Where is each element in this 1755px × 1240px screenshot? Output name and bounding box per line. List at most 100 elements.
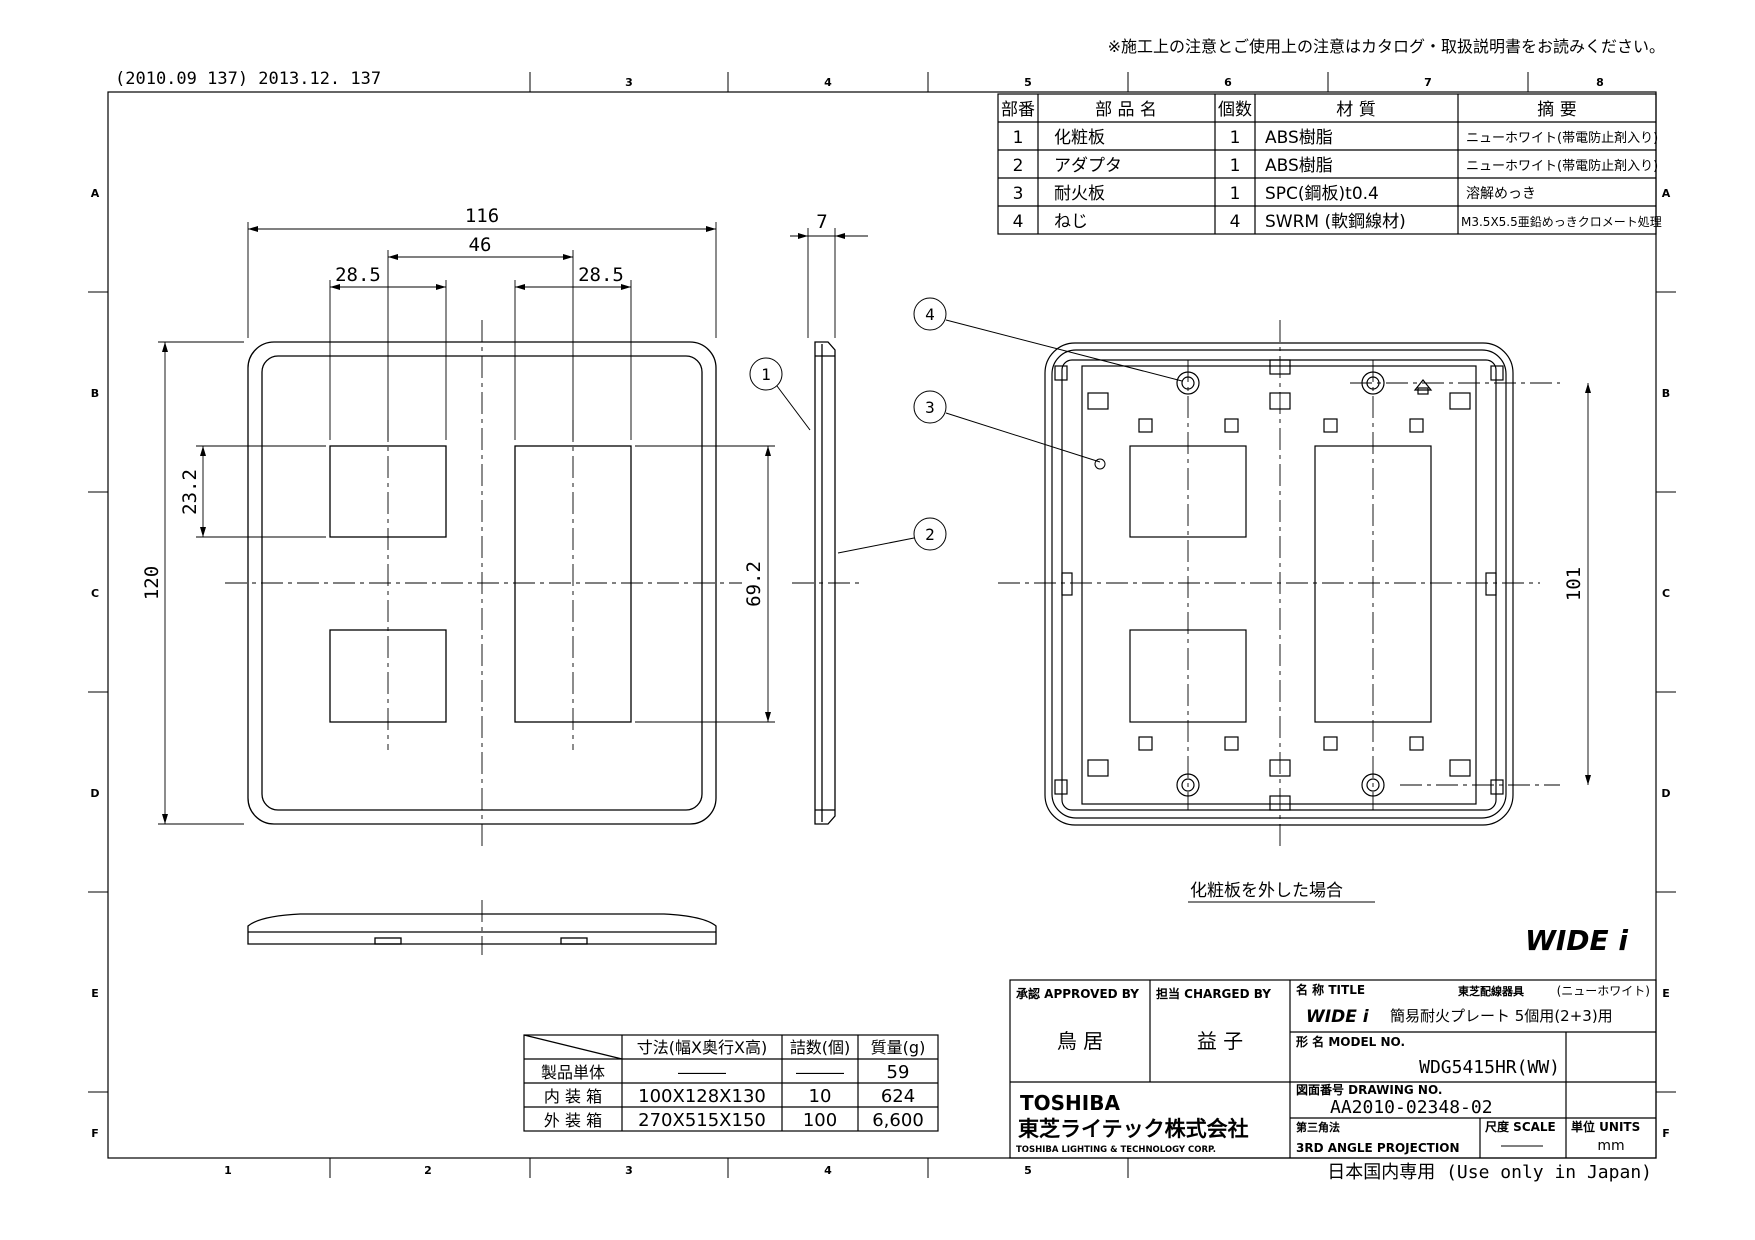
row-label-d-right: D [1661, 787, 1670, 800]
dim-thickness: 7 [816, 211, 827, 233]
parts-header-no: 部番 [1001, 100, 1035, 120]
rear-view [998, 320, 1591, 850]
row-label-c-left: C [91, 587, 99, 600]
col-label-bottom-4: 4 [824, 1164, 832, 1177]
row-label-e-left: E [91, 987, 99, 1000]
pkg-row3-label: 外 装 箱 [544, 1111, 602, 1130]
model-label: 形 名 MODEL NO. [1296, 1034, 1405, 1049]
row-label-e-right: E [1662, 987, 1670, 1000]
dim-center-gap: 46 [469, 234, 492, 256]
col-label-bottom-1: 1 [224, 1164, 232, 1177]
dim-left-offset: 28.5 [335, 264, 381, 286]
drawing-label: 図面番号 DRAWING NO. [1296, 1082, 1442, 1097]
parts-row4-note: M3.5X5.5亜鉛めっきクロメート処理 [1461, 215, 1662, 229]
dim-mount-pitch: 101 [1563, 567, 1585, 601]
pkg-row3-qty: 100 [803, 1110, 837, 1131]
row-label-c-right: C [1662, 587, 1670, 600]
pkg-header-qty: 詰数(個) [790, 1038, 851, 1057]
parts-row4-qty: 4 [1230, 212, 1241, 232]
company-name-jp: 東芝ライテック株式会社 [1018, 1117, 1249, 1141]
callout-3: 3 [925, 398, 935, 417]
drawing-frame [88, 72, 1676, 1178]
company-name-en: TOSHIBA LIGHTING & TECHNOLOGY CORP. [1016, 1145, 1216, 1155]
parts-header-qty: 個数 [1218, 100, 1252, 120]
row-label-a-right: A [1662, 187, 1671, 200]
usage-notice: ※施工上の注意とご使用上の注意はカタログ・取扱説明書をお読みください。 [1108, 37, 1665, 56]
parts-row2-name: アダプタ [1054, 156, 1122, 176]
row-label-d-left: D [90, 787, 99, 800]
dim-height-total: 120 [141, 566, 163, 600]
title-color: (ニューホワイト) [1557, 984, 1650, 998]
scale-label: 尺度 SCALE [1485, 1119, 1556, 1134]
dim-small-opening: 23.2 [179, 469, 201, 515]
parts-row4-material: SWRM (軟鋼線材) [1265, 212, 1406, 232]
parts-row4-no: 4 [1013, 212, 1024, 232]
parts-row1-material: ABS樹脂 [1265, 128, 1333, 148]
title-maker: 東芝配線器具 [1458, 984, 1524, 998]
col-label-top-5: 5 [1024, 76, 1032, 89]
parts-row2-note: ニューホワイト(帯電防止剤入り) [1466, 158, 1658, 174]
pkg-row1-qty: ――― [796, 1063, 844, 1082]
model-number: WDG5415HR(WW) [1419, 1057, 1560, 1078]
projection-label: 第三角法 [1296, 1120, 1340, 1134]
dim-large-opening: 69.2 [743, 561, 765, 607]
dim-width-total: 116 [465, 205, 499, 227]
company-logo-en: TOSHIBA [1020, 1091, 1120, 1115]
col-label-top-8: 8 [1596, 76, 1604, 89]
pkg-row2-dims: 100X128X130 [638, 1086, 766, 1107]
units-value: mm [1597, 1138, 1624, 1154]
parts-row4-name: ねじ [1054, 212, 1088, 232]
parts-row3-name: 耐火板 [1054, 184, 1105, 204]
projection-method: 3RD ANGLE PROJECTION [1296, 1141, 1460, 1155]
row-label-b-right: B [1662, 387, 1670, 400]
title-label: 名 称 TITLE [1296, 982, 1365, 997]
title-block: 承認 APPROVED BY 鳥 居 担当 CHARGED BY 益 子 名 称… [1009, 979, 1657, 1159]
pkg-header-dims: 寸法(幅X奥行X高) [637, 1038, 767, 1057]
scale-value: ――― [1501, 1138, 1543, 1154]
row-label-f-left: F [91, 1127, 99, 1140]
parts-header-note: 摘 要 [1537, 100, 1576, 120]
front-view [158, 222, 775, 850]
callout-2: 2 [925, 525, 935, 544]
title-logo: WIDE i [1306, 1007, 1370, 1027]
pkg-row3-weight: 6,600 [872, 1110, 924, 1131]
col-label-bottom-3: 3 [625, 1164, 633, 1177]
charged-name: 益 子 [1197, 1029, 1243, 1053]
packaging-table: 寸法(幅X奥行X高) 詰数(個) 質量(g) 製品単体 ――― ――― 59 内… [523, 1034, 939, 1132]
parts-row1-qty: 1 [1230, 128, 1241, 148]
brand-logo: WIDE i [1525, 924, 1628, 957]
callout-leaders [749, 297, 1183, 554]
parts-row3-no: 3 [1013, 184, 1024, 204]
parts-row1-note: ニューホワイト(帯電防止剤入り) [1466, 130, 1658, 146]
parts-row3-qty: 1 [1230, 184, 1241, 204]
col-label-top-4: 4 [824, 76, 832, 89]
drawing-number: AA2010-02348-02 [1330, 1097, 1493, 1118]
parts-header-name: 部 品 名 [1095, 100, 1157, 120]
approved-name: 鳥 居 [1057, 1029, 1103, 1053]
col-label-bottom-2: 2 [424, 1164, 432, 1177]
row-label-a-left: A [91, 187, 100, 200]
units-label: 単位 UNITS [1571, 1119, 1640, 1134]
callout-1: 1 [761, 365, 771, 384]
parts-row3-note: 溶解めっき [1466, 186, 1536, 202]
pkg-header-weight: 質量(g) [871, 1038, 926, 1057]
parts-row1-no: 1 [1013, 128, 1024, 148]
parts-table: 部番 部 品 名 個数 材 質 摘 要 1 化粧板 1 ABS樹脂 ニューホワイ… [997, 93, 1662, 235]
parts-row2-material: ABS樹脂 [1265, 156, 1333, 176]
dim-right-offset: 28.5 [578, 264, 624, 286]
col-label-top-6: 6 [1224, 76, 1232, 89]
pkg-row2-weight: 624 [881, 1086, 915, 1107]
approved-label: 承認 APPROVED BY [1016, 986, 1139, 1001]
parts-row2-qty: 1 [1230, 156, 1241, 176]
pkg-row2-label: 内 装 箱 [544, 1087, 602, 1106]
domestic-use-note: 日本国内専用 (Use only in Japan) [1327, 1162, 1652, 1183]
title-text: 簡易耐火プレート 5個用(2+3)用 [1390, 1007, 1613, 1025]
pkg-row1-weight: 59 [887, 1062, 910, 1083]
col-label-top-7: 7 [1424, 76, 1432, 89]
revision-history: (2010.09 137) 2013.12. 137 [115, 69, 381, 89]
parts-header-material: 材 質 [1336, 100, 1375, 120]
row-label-b-left: B [91, 387, 99, 400]
pkg-row1-label: 製品単体 [541, 1063, 605, 1082]
charged-label: 担当 CHARGED BY [1156, 986, 1271, 1001]
